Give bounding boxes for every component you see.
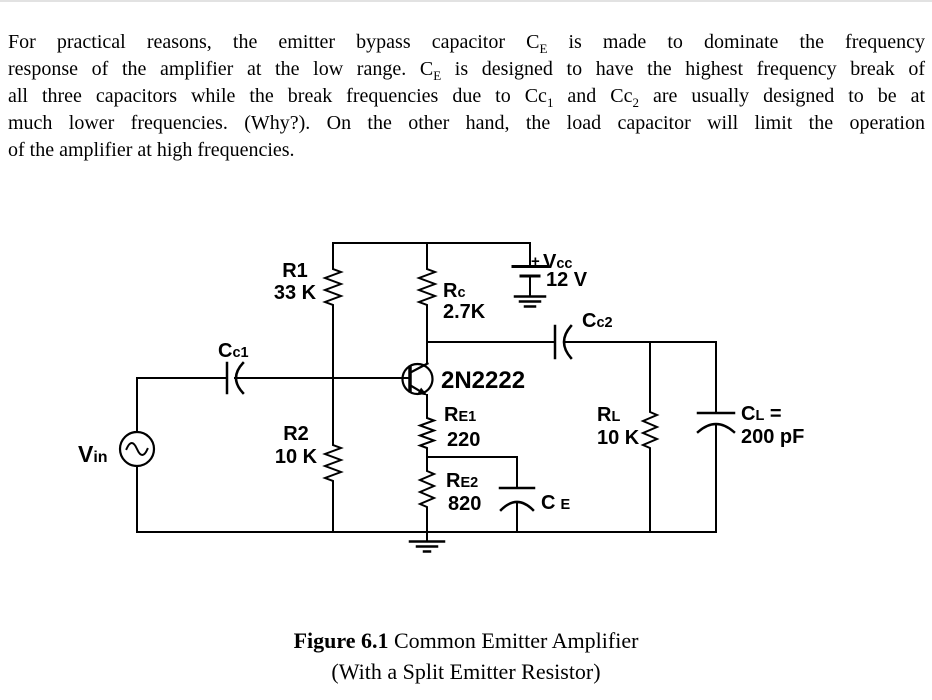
ce-capacitor-symbol: [498, 486, 536, 512]
re2-label: RE2: [446, 470, 478, 492]
rl-label: RL: [597, 404, 620, 426]
rl-value: 10 K: [597, 427, 640, 449]
emitter-column: [417, 394, 437, 533]
re1-value: 220: [447, 429, 480, 451]
paragraph-line: For practical reasons, the emitter bypas…: [8, 31, 925, 56]
cl-value: 200 pF: [741, 426, 804, 448]
vcc-supply-symbol: [511, 265, 549, 308]
cc2-capacitor-symbol: [553, 324, 573, 360]
paragraph-line: all three capacitors while the break fre…: [8, 85, 926, 110]
cl-capacitor-symbol: [696, 411, 736, 434]
transistor-symbol: [401, 362, 434, 396]
re1-label: RE1: [444, 404, 476, 426]
transistor-label: 2N2222: [441, 367, 525, 394]
r1-value: 33 K: [274, 282, 317, 304]
vcc-plus-sign: +: [531, 253, 540, 270]
rc-column: [416, 242, 438, 364]
r1-label: R1: [282, 260, 308, 282]
cc2-label: Cc2: [582, 310, 613, 332]
ce-branch-wire: [426, 456, 518, 533]
ground-symbol: [408, 531, 446, 553]
caption-title: Common Emitter Amplifier: [388, 628, 639, 653]
paragraph-line: response of the amplifier at the low ran…: [8, 58, 925, 83]
rl-branch: [640, 341, 660, 533]
vcc-label: Vcc: [543, 251, 572, 273]
caption-figure-number: Figure 6.1: [293, 628, 389, 653]
vcc-value: 12 V: [546, 269, 588, 291]
cc1-capacitor-symbol: [225, 361, 245, 395]
re2-value: 820: [448, 493, 481, 515]
r2-value: 10 K: [275, 446, 318, 468]
top-divider: [0, 0, 932, 2]
caption-line-1: Figure 6.1 Common Emitter Amplifier: [0, 625, 932, 656]
paragraph-line: much lower frequencies. (Why?). On the o…: [8, 112, 925, 134]
output-wire: [564, 341, 717, 414]
vin-label: Vin: [78, 441, 108, 467]
top-rail-wire: [332, 242, 531, 267]
cl-label: CL =: [741, 403, 782, 425]
paragraph-line: of the amplifier at high frequencies.: [8, 139, 295, 161]
vin-source-symbol: [118, 430, 156, 468]
figure-caption: Figure 6.1 Common Emitter Amplifier (Wit…: [0, 625, 932, 687]
r1-r2-column: [322, 242, 344, 533]
intro-paragraph: For practical reasons, the emitter bypas…: [8, 29, 925, 164]
rc-label: Rc: [443, 280, 466, 302]
caption-line-2: (With a Split Emitter Resistor): [331, 659, 601, 684]
rc-value: 2.7K: [443, 301, 486, 323]
cc1-label: Cc1: [218, 340, 249, 362]
r2-label: R2: [283, 423, 309, 445]
